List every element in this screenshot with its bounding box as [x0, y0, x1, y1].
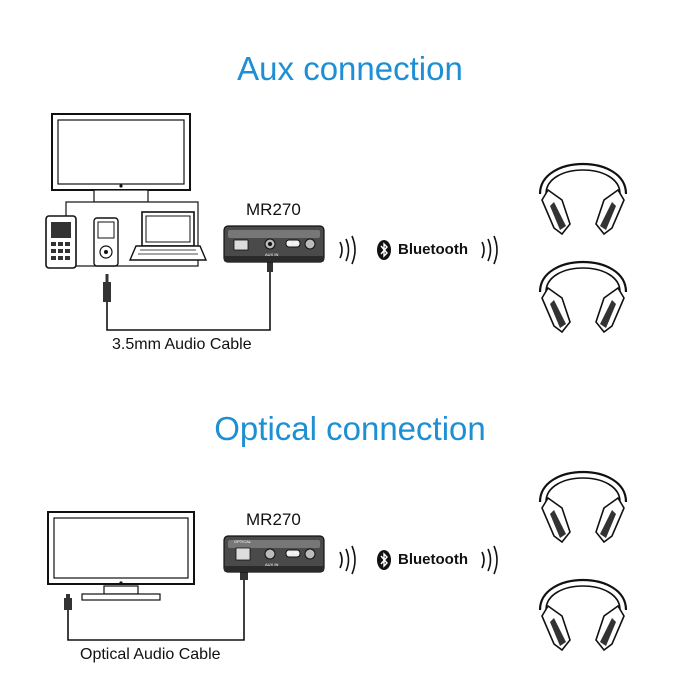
- aux-connection-title: Aux connection: [237, 50, 463, 87]
- transmitter-icon: [223, 225, 325, 263]
- aux-port-label: AUX IN: [265, 562, 279, 567]
- aux-device-label: MR270: [246, 200, 301, 219]
- aux-port-label: AUX IN: [265, 252, 279, 257]
- optical-device-label: MR270: [246, 510, 301, 529]
- aux-cable-label: 3.5mm Audio Cable: [112, 336, 252, 353]
- dc-port-label: DC 5V: [287, 240, 299, 245]
- wave-icon: [481, 235, 498, 265]
- optical-cable-label: Optical Audio Cable: [80, 646, 221, 663]
- phone-icon: [45, 215, 77, 269]
- headphones-icon: [538, 578, 628, 652]
- mp3-player-icon: [93, 217, 119, 267]
- laptop-icon: [128, 211, 208, 261]
- wave-icon: [481, 545, 498, 575]
- headphones-icon: [538, 260, 628, 334]
- bluetooth-icon: [376, 549, 392, 571]
- plug-icon: [103, 274, 111, 302]
- aux-bluetooth-label: Bluetooth: [398, 241, 468, 258]
- transmitter-icon: [223, 535, 325, 573]
- wave-icon: [339, 235, 356, 265]
- tv-icon: [47, 511, 195, 601]
- optical-port-label: OPTICAL: [234, 539, 252, 544]
- headphones-icon: [538, 470, 628, 544]
- headphones-icon: [538, 162, 628, 236]
- wave-icon: [339, 545, 356, 575]
- plug-icon: [64, 594, 72, 610]
- audio-cable: [106, 270, 271, 331]
- dc-port-label: DC 5V: [287, 550, 299, 555]
- optical-bluetooth-label: Bluetooth: [398, 551, 468, 568]
- bluetooth-icon: [376, 239, 392, 261]
- optical-cable: [67, 578, 245, 641]
- optical-connection-title: Optical connection: [214, 410, 486, 447]
